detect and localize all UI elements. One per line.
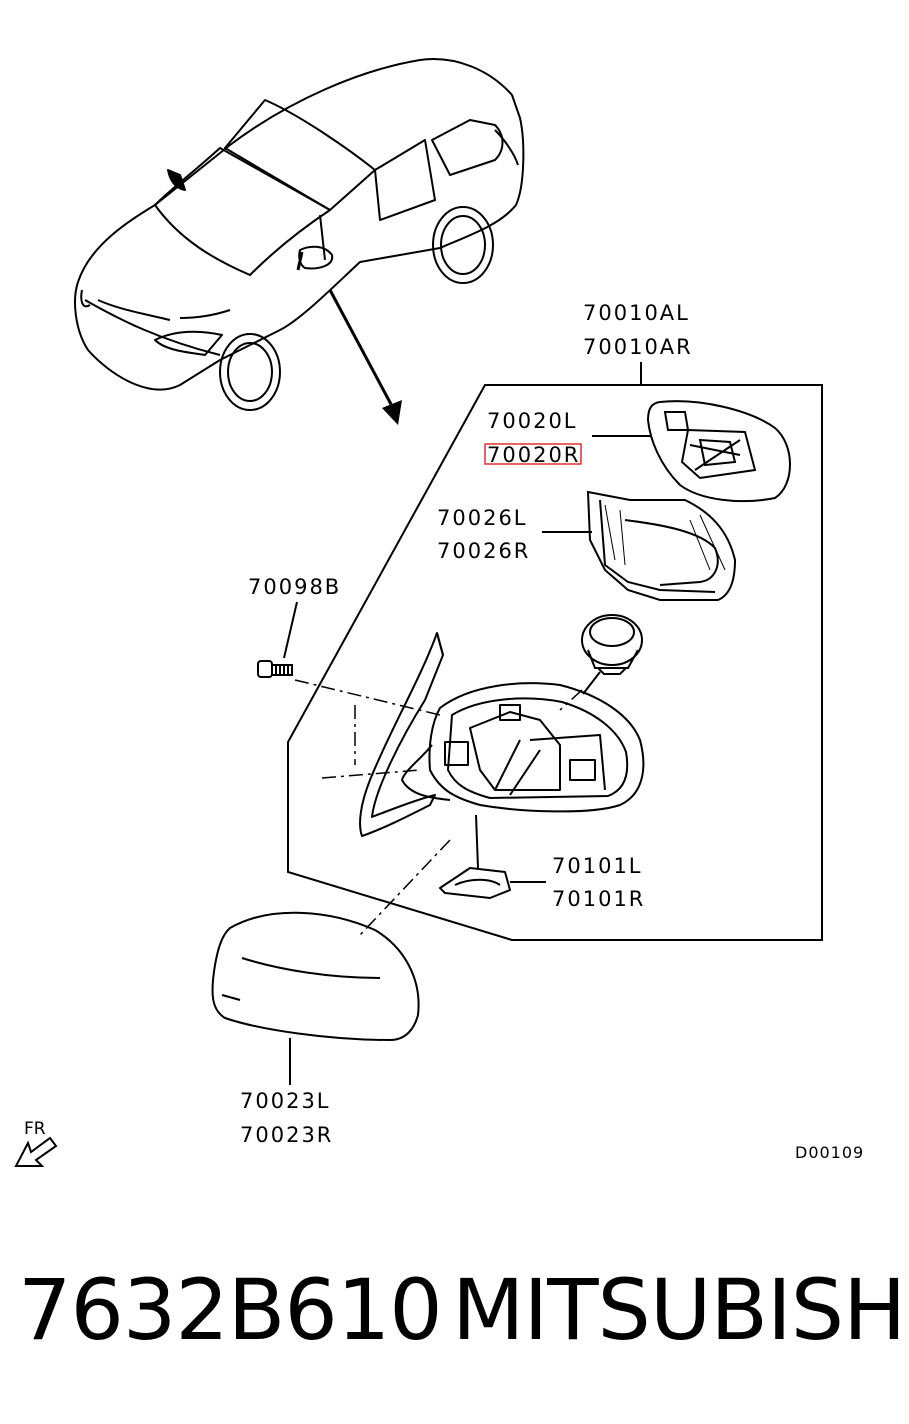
mirror-cover [211,911,420,1041]
callout-70020R: 70020R [487,443,580,467]
callout-70101L: 70101L [552,854,643,878]
turn-lamp [439,867,511,899]
callout-70101R: 70101R [552,887,645,911]
selected-part-highlight [484,443,582,465]
mirror-base [359,632,444,837]
diagram-code: D00109 [795,1143,864,1162]
leader-screw [283,601,298,659]
screw [257,660,293,678]
front-direction-arrow [14,1136,58,1167]
callout-70010AR: 70010AR [583,335,693,359]
mirror-housing [401,682,645,813]
leader-actuator [582,671,601,695]
assembly-frame [287,384,823,941]
alignment-lines [294,679,583,936]
footer: 7632B610 MITSUBISHI [0,1255,909,1365]
brand-name: MITSUBISHI [452,1261,909,1359]
leader-lamp-top [475,814,479,869]
mirror-holder [586,490,737,601]
direction-marker: FR [24,1119,46,1139]
callout-70023L: 70023L [240,1089,331,1113]
vehicle-outline [74,58,525,411]
part-number: 7632B610 [18,1261,443,1359]
mirror-glass [646,400,791,503]
detail-arrow [328,289,402,425]
callout-70020L: 70020L [487,409,578,433]
callout-70098B: 70098B [248,575,341,599]
callout-70026L: 70026L [437,506,528,530]
callout-70010AL: 70010AL [583,301,690,325]
callout-70023R: 70023R [240,1123,333,1147]
actuator [581,614,643,675]
callout-70026R: 70026R [437,539,530,563]
